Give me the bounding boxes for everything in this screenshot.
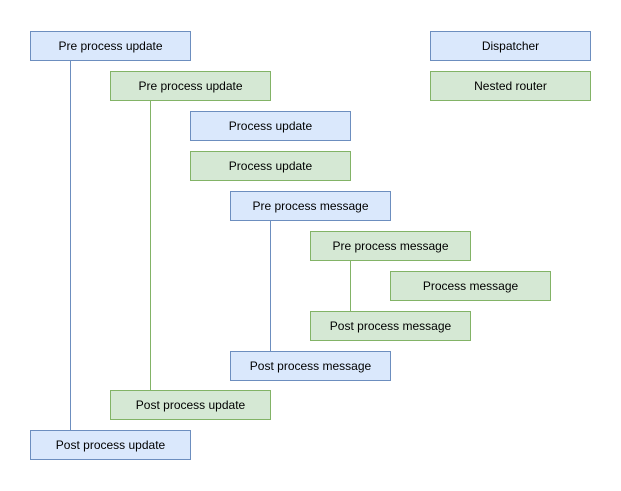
dispatcher-update-lifeline	[70, 60, 71, 431]
legend-item-dispatcher: Dispatcher	[430, 31, 591, 61]
node-router-pre-process-update: Pre process update	[110, 71, 271, 101]
node-router-process-message: Process message	[390, 271, 551, 301]
node-dispatcher-process-update: Process update	[190, 111, 351, 141]
node-router-pre-process-message: Pre process message	[310, 231, 471, 261]
legend-item-nested-router: Nested router	[430, 71, 591, 101]
router-update-lifeline	[150, 100, 151, 391]
node-dispatcher-pre-process-update: Pre process update	[30, 31, 191, 61]
dispatcher-message-lifeline	[270, 220, 271, 352]
node-dispatcher-post-process-update: Post process update	[30, 430, 191, 460]
node-router-post-process-message: Post process message	[310, 311, 471, 341]
node-dispatcher-pre-process-message: Pre process message	[230, 191, 391, 221]
node-dispatcher-post-process-message: Post process message	[230, 351, 391, 381]
router-message-lifeline	[350, 260, 351, 312]
node-router-post-process-update: Post process update	[110, 390, 271, 420]
node-router-process-update: Process update	[190, 151, 351, 181]
